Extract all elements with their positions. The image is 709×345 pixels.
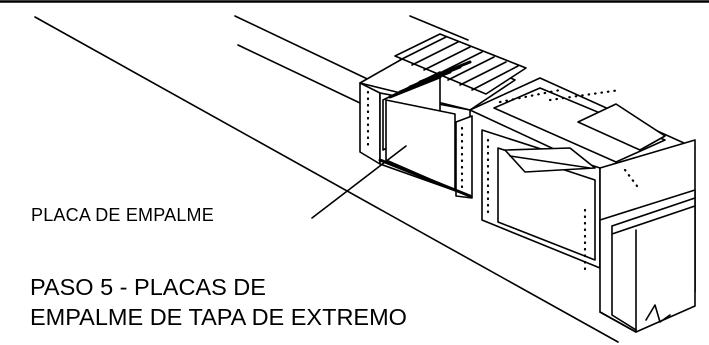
rivet-columns-right (486, 88, 642, 272)
step-caption-line-1: PASO 5 - PLACAS DE (30, 274, 266, 300)
perspective-lines (34, 15, 619, 343)
callout-leader-line (311, 145, 407, 219)
step-caption: PASO 5 - PLACAS DE EMPALME DE TAPA DE EX… (30, 272, 407, 332)
splice-plate-callout-label: PLACA DE EMPALME (31, 205, 214, 225)
step-caption-line-2: EMPALME DE TAPA DE EXTREMO (30, 304, 407, 330)
rivet-columns-left (366, 90, 464, 194)
end-cap-block (599, 189, 696, 333)
front-splice-plate (378, 99, 472, 198)
